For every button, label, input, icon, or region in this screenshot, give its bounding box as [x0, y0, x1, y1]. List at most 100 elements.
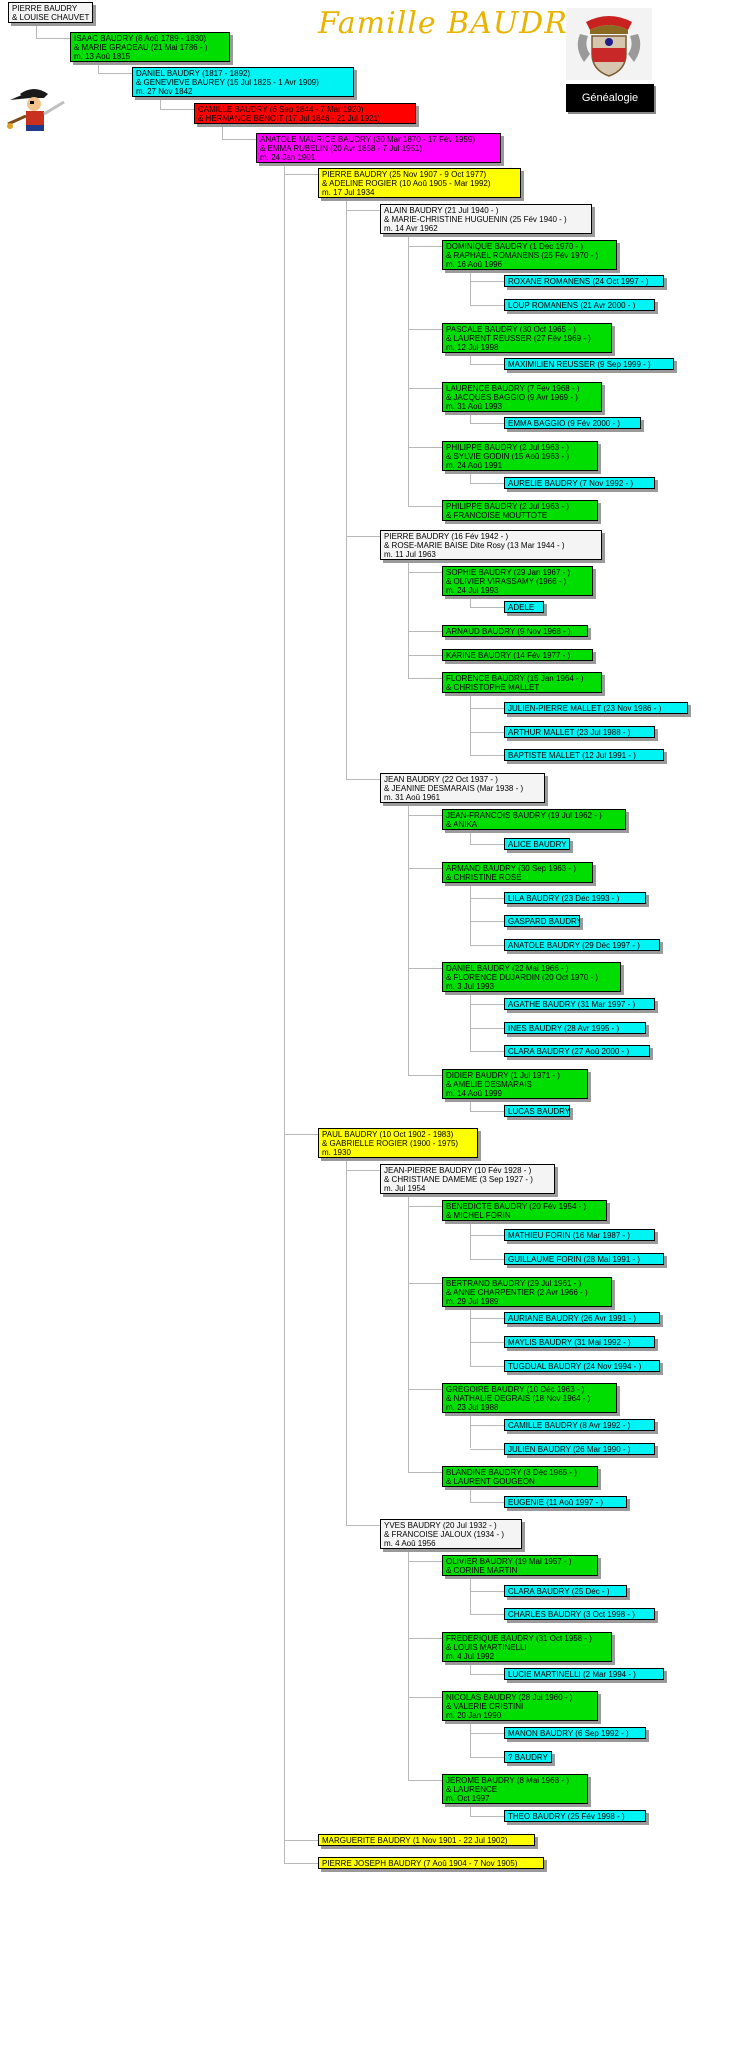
person-box[interactable]: JEAN-PIERRE BAUDRY (10 Fév 1928 - )& CHR… [380, 1164, 555, 1194]
person-box[interactable]: CAMILLE BAUDRY (6 Sep 1844 - 7 Mar 1920)… [194, 102, 416, 124]
person-box[interactable]: DOMINIQUE BAUDRY (1 Déc 1970 - )& RAPHAE… [442, 239, 617, 270]
person-box[interactable]: INES BAUDRY (28 Avr 1995 - ) [504, 1021, 646, 1034]
person-box[interactable]: FLORENCE BAUDRY (15 Jan 1964 - )& CHRIST… [442, 672, 602, 694]
person-line: NICOLAS BAUDRY (28 Jul 1960 - ) [446, 1693, 573, 1703]
person-line: & JACQUES BAGGIO (9 Avr 1969 - ) [446, 392, 578, 402]
person-box[interactable]: TUGDUAL BAUDRY (24 Nov 1994 - ) [504, 1359, 660, 1372]
person-box[interactable]: CAMILLE BAUDRY (8 Avr 1992 - ) [504, 1418, 655, 1431]
person-box[interactable]: PHILIPPE BAUDRY (2 Jul 1963 - )& FRANCOI… [442, 500, 598, 522]
person-box[interactable]: JULIEN-PIERRE MALLET (23 Nov 1986 - ) [504, 701, 688, 714]
tree-connector-horizontal [470, 482, 504, 484]
person-line: m. 13 Aoû 1815 [74, 51, 131, 61]
person-line: & CHRISTINE ROSE [446, 872, 522, 882]
tree-connector-vertical [346, 1158, 347, 1526]
tree-connector-horizontal [408, 245, 442, 247]
person-box[interactable]: CLARA BAUDRY (25 Déc - ) [504, 1584, 627, 1597]
person-box[interactable]: LOUP ROMANENS (21 Avr 2000 - ) [504, 298, 655, 311]
person-box[interactable]: ALICE BAUDRY [504, 838, 570, 851]
tree-connector-vertical [470, 1487, 471, 1502]
person-line: BAPTISTE MALLET (12 Jul 1991 - ) [508, 751, 636, 761]
tree-connector-horizontal [470, 1733, 504, 1734]
person-line: & ADELINE ROGIER (10 Aoû 1905 - Mar 1992… [322, 179, 491, 189]
person-box[interactable]: NICOLAS BAUDRY (28 Jul 1960 - )& VALERIE… [442, 1691, 598, 1722]
person-box[interactable]: CHARLES BAUDRY (3 Oct 1998 - ) [504, 1608, 655, 1621]
person-line: & ROSE-MARIE BAISE Dite Rosy (13 Mar 194… [384, 541, 565, 551]
person-box[interactable]: LUCAS BAUDRY [504, 1104, 570, 1117]
person-box[interactable]: ISAAC BAUDRY (8 Aoû 1789 - 1830)& MARIE … [70, 31, 230, 62]
person-box[interactable]: ? BAUDRY [504, 1750, 552, 1763]
person-box[interactable]: LAURENCE BAUDRY (7 Fév 1968 - )& JACQUES… [442, 381, 602, 412]
person-box[interactable]: PIERRE BAUDRY (16 Fév 1942 - )& ROSE-MAR… [380, 530, 602, 561]
person-box[interactable]: JEAN-FRANCOIS BAUDRY (19 Jul 1962 - )& A… [442, 808, 626, 830]
person-box[interactable]: MAYLIS BAUDRY (31 Mai 1992 - ) [504, 1335, 655, 1348]
person-box[interactable]: ARTHUR MALLET (23 Jul 1988 - ) [504, 725, 655, 738]
person-box[interactable]: LUCIE MARTINELLI (2 Mar 1994 - ) [504, 1667, 664, 1680]
person-box[interactable]: MARGUERITE BAUDRY (1 Nov 1901 - 22 Jul 1… [318, 1833, 535, 1846]
person-line: m. 12 Jul 1998 [446, 342, 499, 352]
tree-connector-horizontal [408, 631, 442, 632]
person-line: m. 29 Jul 1989 [446, 1296, 499, 1306]
genealogie-button[interactable]: Généalogie [566, 84, 654, 112]
person-box[interactable]: BERTRAND BAUDRY (29 Jul 1961 - )& ANNE C… [442, 1276, 612, 1307]
person-box[interactable]: PIERRE JOSEPH BAUDRY (7 Aoû 1904 - 7 Nov… [318, 1857, 544, 1870]
person-box[interactable]: ALAIN BAUDRY (21 Jul 1940 - )& MARIE-CHR… [380, 203, 592, 234]
person-box[interactable]: PIERRE BAUDRY& LOUISE CHAUVET [8, 2, 93, 23]
person-line: ALAIN BAUDRY (21 Jul 1940 - ) [384, 205, 499, 215]
person-box[interactable]: BENEDICTE BAUDRY (20 Fév 1954 - )& MICHE… [442, 1199, 607, 1221]
person-box[interactable]: YVES BAUDRY (20 Jul 1932 - )& FRANCOISE … [380, 1519, 522, 1550]
person-line: LUCAS BAUDRY [508, 1106, 570, 1116]
person-box[interactable]: PAUL BAUDRY (10 Oct 1902 - 1983)& GABRIE… [318, 1128, 478, 1159]
person-box[interactable]: ADELE [504, 601, 544, 614]
person-box[interactable]: ANATOLE MAURICE BAUDRY (30 Mar 1870 - 17… [256, 132, 501, 163]
person-line: & FLORENCE DUJARDIN (20 Oct 1970 - ) [446, 973, 599, 983]
person-box[interactable]: ROXANE ROMANENS (24 Oct 1997 - ) [504, 275, 664, 288]
person-line: ANATOLE BAUDRY (29 Déc 1997 - ) [508, 940, 640, 950]
person-box[interactable]: DANIEL BAUDRY (1817 - 1892)& GENEVIEVE B… [132, 67, 354, 98]
person-box[interactable]: PHILIPPE BAUDRY (2 Jul 1963 - )& SYLVIE … [442, 441, 598, 472]
person-box[interactable]: ARMAND BAUDRY (30 Sep 1963 - )& CHRISTIN… [442, 861, 593, 883]
person-box[interactable]: DIDIER BAUDRY (1 Jul 1971 - )& AMELIE DE… [442, 1069, 588, 1100]
person-line: TUGDUAL BAUDRY (24 Nov 1994 - ) [508, 1361, 642, 1371]
family-crest-icon [566, 8, 652, 80]
person-box[interactable]: MATHIEU FORIN (16 Mar 1987 - ) [504, 1229, 655, 1242]
person-box[interactable]: SOPHIE BAUDRY (29 Jan 1967 - )& OLIVIER … [442, 565, 593, 596]
person-box[interactable]: PIERRE BAUDRY (25 Nov 1907 - 9 Oct 1977)… [318, 168, 521, 199]
person-box[interactable]: DANIEL BAUDRY (22 Mai 1966 - )& FLORENCE… [442, 962, 621, 993]
person-box[interactable]: JEAN BAUDRY (22 Oct 1937 - )& JEANINE DE… [380, 772, 545, 803]
person-line: GASPARD BAUDRY [508, 917, 580, 927]
tree-connector-horizontal [470, 944, 504, 946]
person-box[interactable]: KARINE BAUDRY (14 Fév 1977 - ) [442, 648, 593, 661]
tree-connector-horizontal [470, 1258, 504, 1260]
person-box[interactable]: AURIANE BAUDRY (26 Avr 1991 - ) [504, 1312, 660, 1325]
tree-connector-horizontal [408, 814, 442, 816]
person-box[interactable]: GASPARD BAUDRY [504, 915, 580, 928]
person-box[interactable]: ARNAUD BAUDRY (9 Nov 1968 - ) [442, 625, 588, 637]
person-line: ADELE [508, 603, 535, 613]
person-box[interactable]: EMMA BAGGIO (9 Fév 2000 - ) [504, 417, 641, 430]
person-box[interactable]: FREDERIQUE BAUDRY (31 Oct 1958 - )& LOUI… [442, 1632, 612, 1663]
person-box[interactable]: AURELIE BAUDRY (7 Nov 1992 - ) [504, 476, 655, 489]
person-line: & NATHALIE DEGRAIS (18 Nov 1964 - ) [446, 1394, 591, 1404]
person-box[interactable]: MAXIMILIEN REUSSER (9 Sep 1999 - ) [504, 358, 674, 371]
tree-connector-horizontal [470, 1051, 504, 1053]
person-box[interactable]: CLARA BAUDRY (27 Aoû 2000 - ) [504, 1045, 650, 1058]
person-box[interactable]: LILA BAUDRY (23 Déc 1993 - ) [504, 891, 646, 904]
person-box[interactable]: THEO BAUDRY (25 Fév 1998 - ) [504, 1809, 646, 1822]
tree-connector-horizontal [470, 1424, 504, 1426]
tree-connector-vertical [346, 198, 347, 779]
person-box[interactable]: JULIEN BAUDRY (26 Mar 1990 - ) [504, 1442, 655, 1455]
person-box[interactable]: GUILLAUME FORIN (28 Mai 1991 - ) [504, 1252, 664, 1265]
person-line: & ANIKA [446, 819, 478, 829]
person-box[interactable]: AGATHE BAUDRY (31 Mar 1997 - ) [504, 998, 655, 1011]
person-box[interactable]: BAPTISTE MALLET (12 Jul 1991 - ) [504, 749, 664, 762]
person-box[interactable]: OLIVIER BAUDRY (19 Mai 1957 - )& CORINE … [442, 1555, 598, 1577]
tree-connector-horizontal [408, 1472, 442, 1474]
tree-connector-vertical [470, 1576, 471, 1615]
person-box[interactable]: ANATOLE BAUDRY (29 Déc 1997 - ) [504, 938, 660, 951]
person-box[interactable]: GREGOIRE BAUDRY (10 Déc 1963 - )& NATHAL… [442, 1383, 617, 1414]
person-box[interactable]: MANON BAUDRY (6 Sep 1992 - ) [504, 1727, 646, 1739]
person-box[interactable]: EUGENIE (11 Aoû 1997 - ) [504, 1495, 627, 1508]
person-box[interactable]: BLANDINE BAUDRY (3 Déc 1965 - )& LAURENT… [442, 1466, 598, 1488]
person-box[interactable]: PASCALE BAUDRY (30 Oct 1965 - )& LAURENT… [442, 322, 612, 353]
